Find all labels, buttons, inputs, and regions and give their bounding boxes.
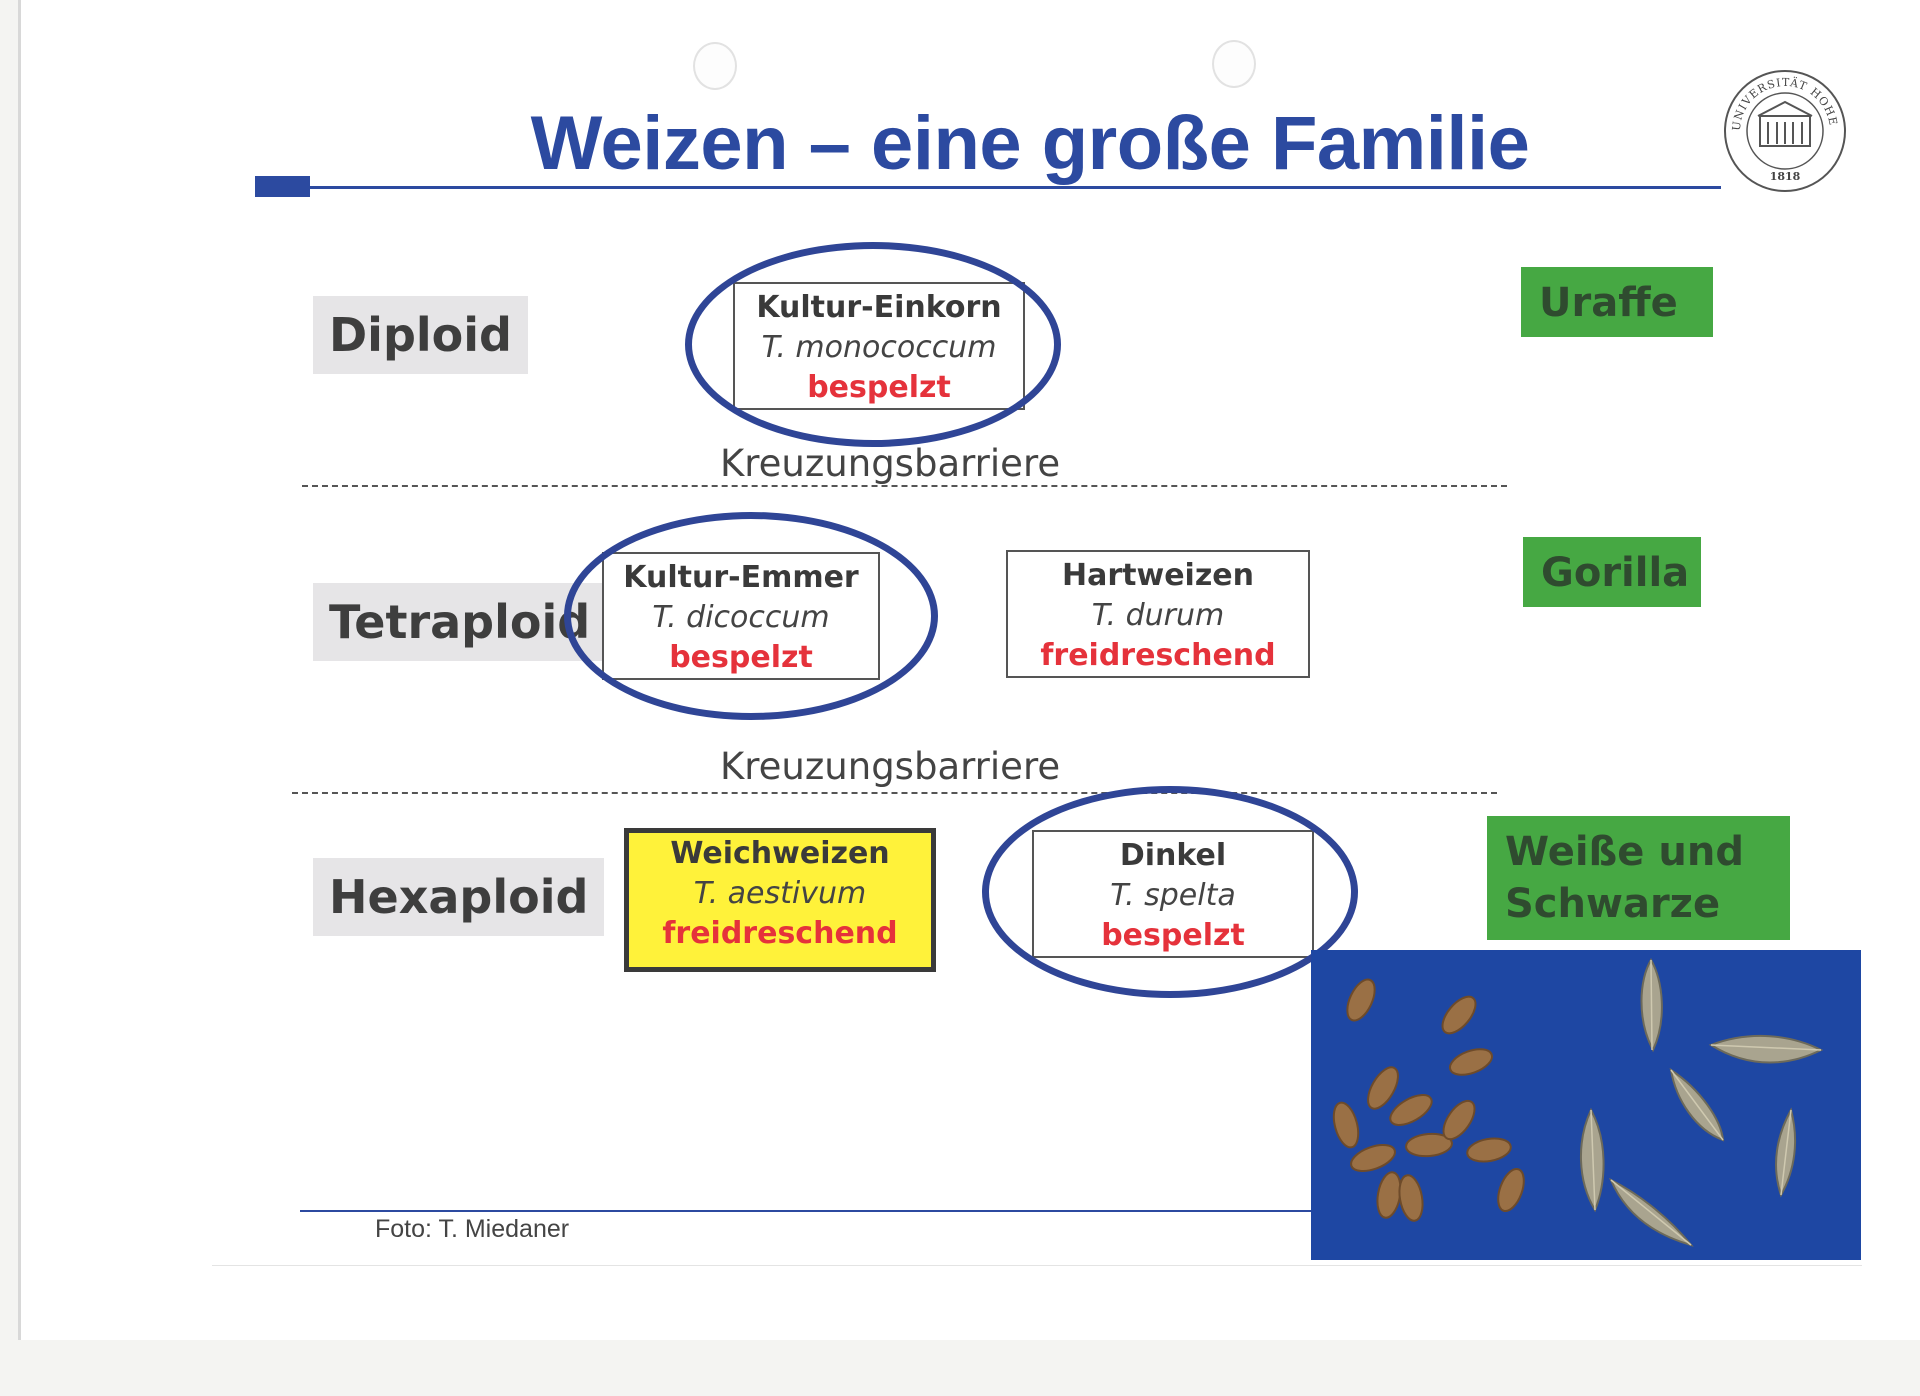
punch-hole-left (693, 42, 737, 90)
species-latin: T. aestivum (693, 876, 867, 911)
species-latin: T. monococcum (761, 330, 997, 365)
species-name: Hartweizen (1062, 558, 1254, 593)
species-trait: bespelzt (807, 370, 951, 405)
species-box-dinkel: Dinkel T. spelta bespelzt (1032, 830, 1314, 958)
species-box-weichweizen: Weichweizen T. aestivum freidreschend (624, 828, 936, 972)
species-latin: T. spelta (1110, 878, 1236, 913)
ploidy-label-tetraploid: Tetraploid (313, 583, 607, 661)
species-trait: freidreschend (662, 916, 898, 951)
species-box-einkorn: Kultur-Einkorn T. monococcum bespelzt (733, 282, 1025, 410)
species-name: Kultur-Emmer (623, 560, 859, 595)
grain-photo (1311, 950, 1861, 1260)
title-underline (255, 186, 1721, 189)
grain-photo-illustration (1332, 958, 1824, 1247)
crossing-barrier-line-2 (292, 792, 1497, 794)
species-trait: bespelzt (669, 640, 813, 675)
sheet-fold-line (212, 1265, 1862, 1266)
analogy-label-diploid: Uraffe (1521, 267, 1713, 337)
crossing-barrier-line-1 (302, 485, 1507, 487)
species-latin: T. dicoccum (652, 600, 830, 635)
photo-credit: Foto: T. Miedaner (375, 1215, 570, 1243)
species-latin: T. durum (1091, 598, 1225, 633)
analogy-label-tetraploid: Gorilla (1523, 537, 1701, 607)
species-box-emmer: Kultur-Emmer T. dicoccum bespelzt (602, 552, 880, 680)
seal-year: 1818 (1770, 170, 1801, 183)
crossing-barrier-label-1: Kreuzungsbarriere (720, 442, 1061, 485)
species-trait: freidreschend (1040, 638, 1276, 673)
analogy-line-2: Schwarze (1505, 881, 1721, 927)
species-name: Dinkel (1119, 838, 1227, 873)
ploidy-label-hexaploid: Hexaploid (313, 858, 605, 936)
species-box-hartweizen: Hartweizen T. durum freidreschend (1006, 550, 1310, 678)
sheet-edge (18, 0, 21, 1340)
punch-hole-right (1212, 40, 1256, 88)
ploidy-label-diploid: Diploid (313, 296, 528, 374)
university-seal: UNIVERSITÄT HOHENHEIM 1818 (1722, 68, 1846, 192)
crossing-barrier-label-2: Kreuzungsbarriere (720, 745, 1061, 788)
species-name: Kultur-Einkorn (756, 290, 1002, 325)
species-trait: bespelzt (1101, 918, 1245, 953)
species-name: Weichweizen (670, 836, 890, 871)
footer-rule (300, 1210, 1311, 1212)
analogy-line-1: Weiße und (1505, 829, 1744, 875)
slide-title: Weizen – eine große Familie (530, 101, 1530, 186)
analogy-label-hexaploid: Weiße und Schwarze (1487, 816, 1790, 940)
